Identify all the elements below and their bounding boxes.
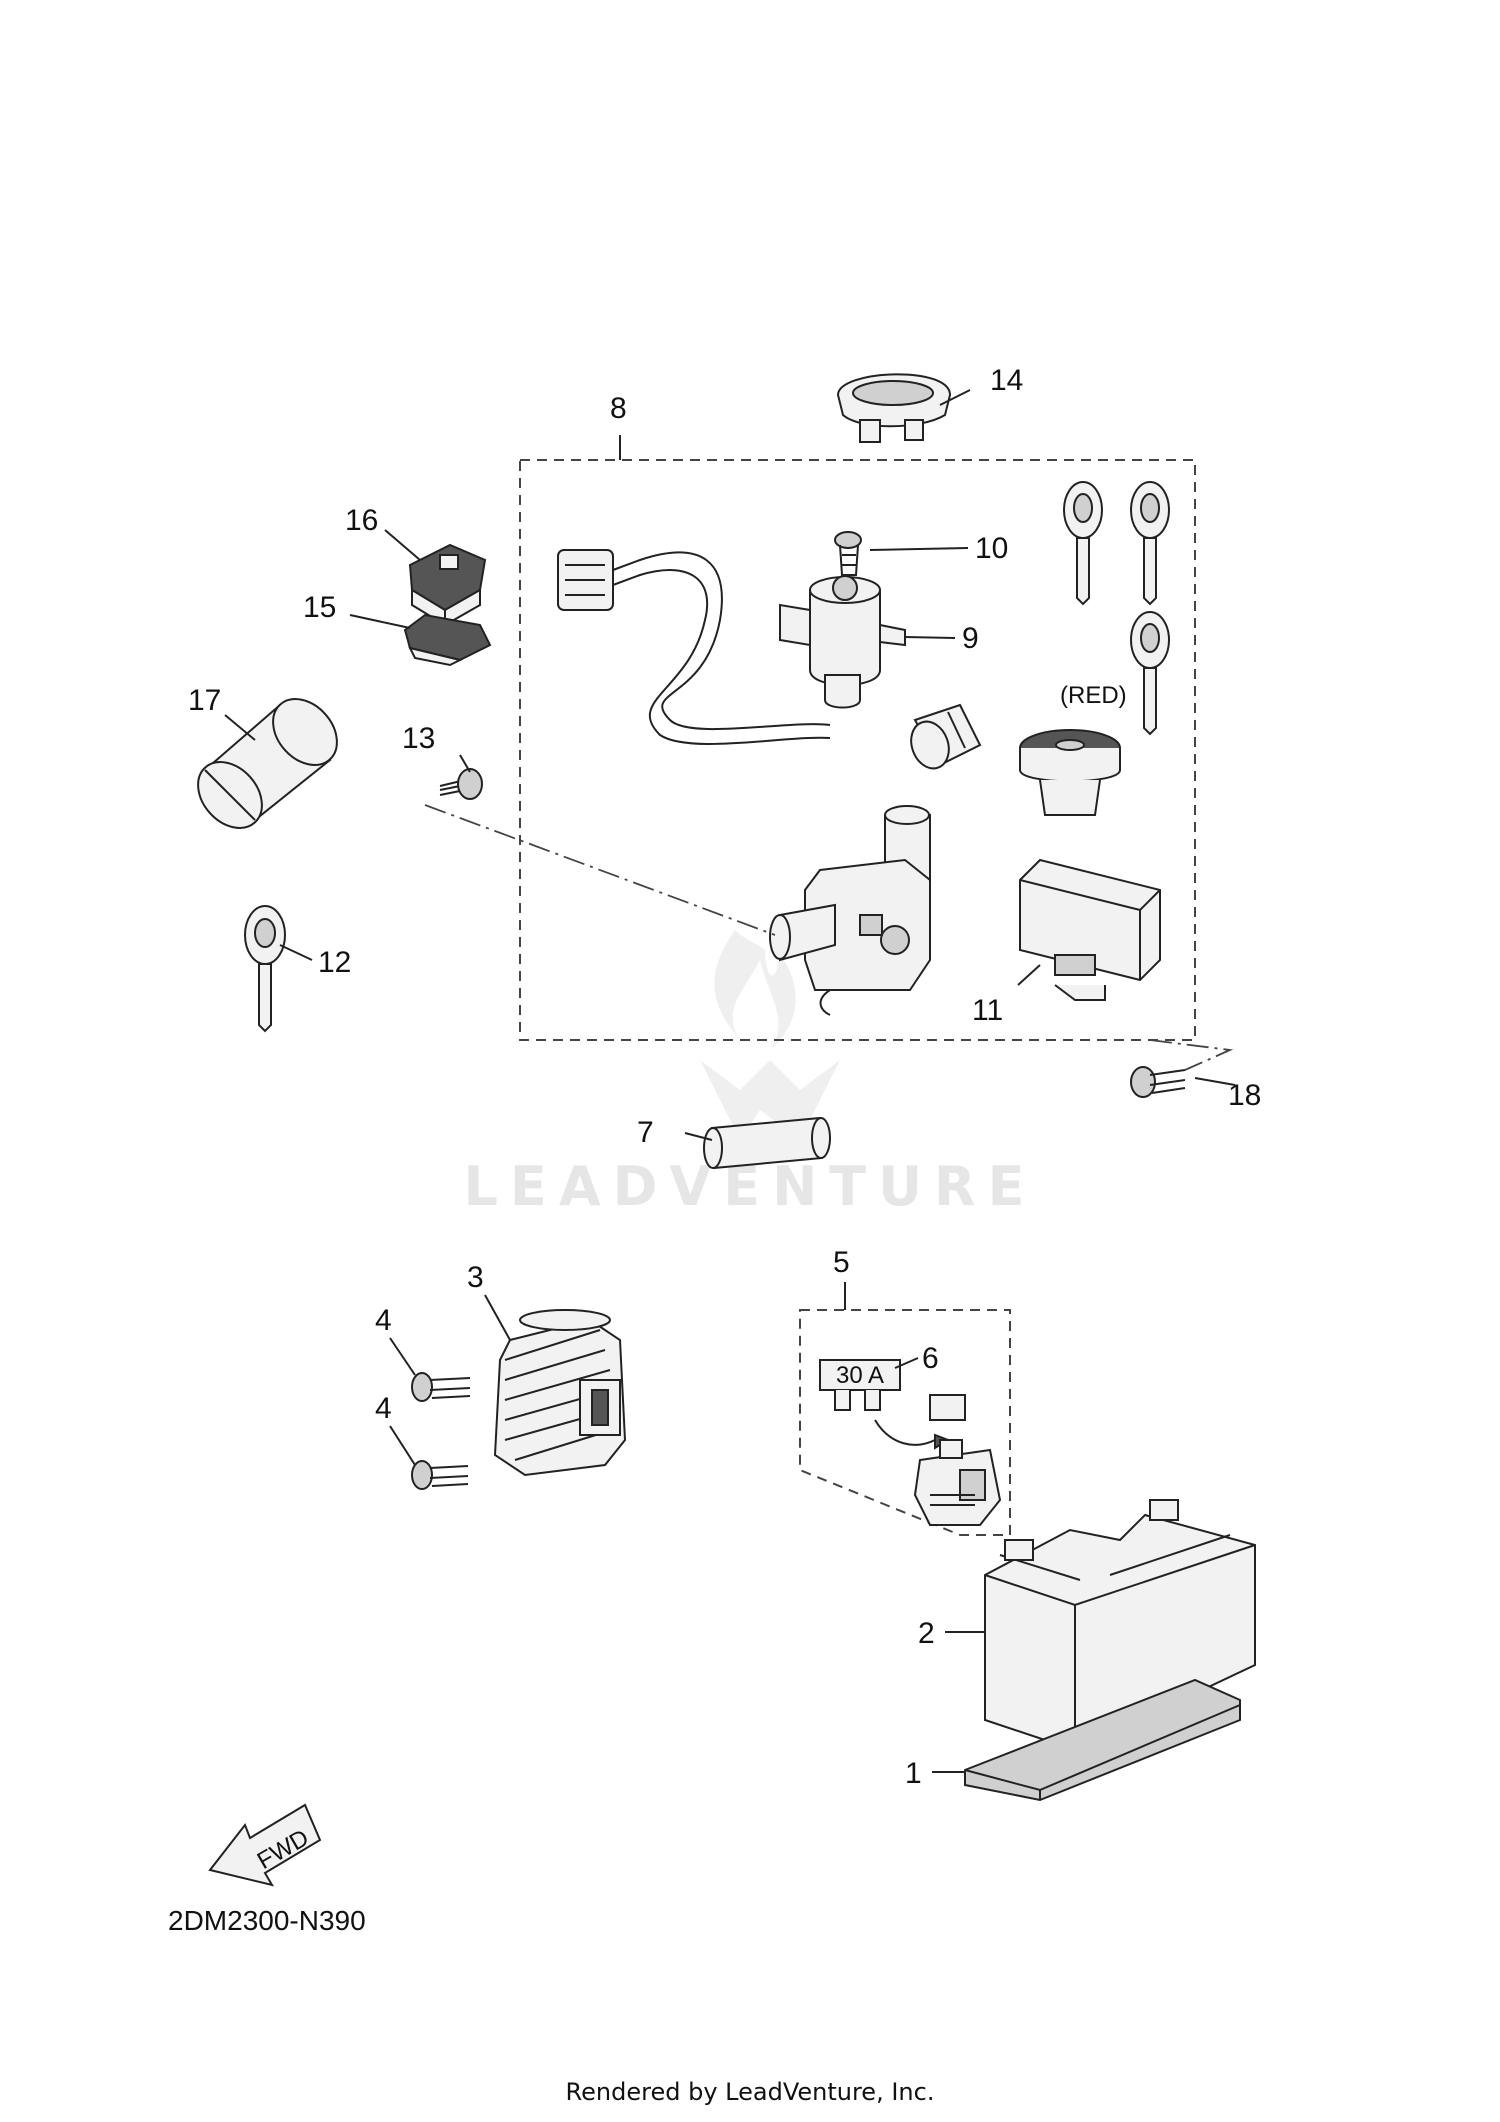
svg-text:30 A: 30 A — [836, 1362, 884, 1389]
guide-line-13 — [424, 804, 776, 936]
leadventure-flame-icon — [714, 930, 796, 1050]
callout-4-lower: 4 — [375, 1392, 392, 1425]
part-10-screw — [834, 531, 862, 576]
part-15-damper — [403, 613, 492, 667]
part-17-sleeve — [197, 698, 338, 829]
callout-labels: 1 2 3 4 4 5 6 7 8 9 10 11 12 13 14 15 16… — [188, 364, 1261, 1790]
part-5-starter-relay — [874, 1394, 1002, 1526]
part-1-battery-pad — [964, 1678, 1241, 1802]
callout-12: 12 — [318, 946, 351, 979]
ignition-kit-group-box — [519, 459, 1196, 1041]
callout-6: 6 — [922, 1342, 939, 1375]
part-4-screw-upper — [411, 1372, 471, 1402]
lock-cylinder — [910, 703, 982, 770]
guide-line-18 — [1149, 1039, 1234, 1071]
key-1 — [1063, 481, 1103, 606]
part-9-main-switch — [557, 549, 906, 745]
relay-group-box — [799, 1309, 1011, 1536]
diagram-code: 2DM2300-N390 — [168, 1905, 366, 1936]
callout-16: 16 — [345, 504, 378, 537]
callout-5: 5 — [833, 1246, 850, 1279]
part-14-cap — [836, 373, 952, 443]
part-6-fuse: 30 A — [819, 1359, 901, 1411]
callout-7: 7 — [637, 1116, 654, 1149]
key-3-red — [1130, 611, 1170, 736]
part-7-tube — [703, 1116, 831, 1170]
part-18-bolt — [1130, 1066, 1186, 1098]
callout-11: 11 — [972, 994, 1003, 1027]
part-16-bracket — [408, 543, 487, 627]
callout-1: 1 — [905, 1757, 922, 1790]
part-11-immobilizer-unit — [1019, 858, 1161, 1001]
part-12-key — [244, 905, 286, 1033]
main-switch-body — [769, 805, 931, 1016]
callout-17: 17 — [188, 684, 221, 717]
callout-3: 3 — [467, 1261, 484, 1294]
seat-lock-cap — [1019, 729, 1121, 816]
callout-13: 13 — [402, 722, 435, 755]
callout-4-upper: 4 — [375, 1304, 392, 1337]
fwd-arrow-icon: FWD — [208, 1803, 322, 1887]
footer-credit: Rendered by LeadVenture, Inc. — [566, 2078, 935, 2106]
key-color-note: (RED) — [1060, 682, 1127, 709]
part-13-screw — [439, 768, 483, 800]
watermark: LEADVENTURE — [464, 930, 1024, 1218]
callout-8: 8 — [610, 392, 627, 425]
callout-18: 18 — [1228, 1079, 1261, 1112]
callout-2: 2 — [918, 1617, 935, 1650]
part-4-screw-lower — [411, 1460, 469, 1490]
keys-set — [1063, 481, 1170, 736]
leader-lines — [224, 389, 1236, 1773]
callout-10: 10 — [975, 532, 1008, 565]
callout-14: 14 — [990, 364, 1023, 397]
part-3-regulator — [493, 1309, 627, 1477]
callout-9: 9 — [962, 622, 979, 655]
callout-15: 15 — [303, 591, 336, 624]
key-2 — [1130, 481, 1170, 606]
